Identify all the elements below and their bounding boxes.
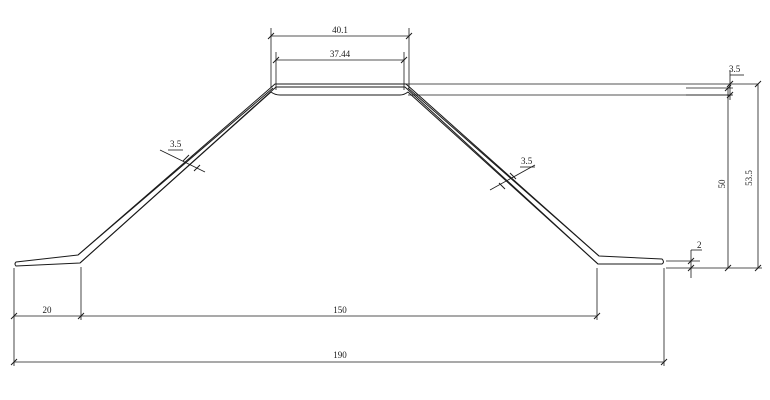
profile-outline bbox=[14, 83, 664, 267]
dim-label-base: 150 bbox=[333, 305, 347, 315]
dim-label-thickness-left-slope: 3.5 bbox=[170, 139, 182, 149]
dimension-overall: 190 bbox=[10, 350, 668, 366]
dim-label-flange-thickness: 2 bbox=[697, 240, 702, 250]
dimension-thickness-right-slope: 3.5 bbox=[489, 156, 536, 191]
dimension-base: 150 bbox=[81, 305, 601, 320]
dim-label-thickness-top-right: 3.5 bbox=[729, 64, 741, 74]
dimension-left-flange: 20 bbox=[10, 305, 85, 320]
dim-label-top-inner: 37.44 bbox=[330, 49, 351, 59]
dim-label-left-flange: 20 bbox=[43, 305, 53, 315]
bottom-extension-lines bbox=[13, 267, 665, 366]
dimension-thickness-left-slope: 3.5 bbox=[159, 139, 206, 173]
profile-inner-edge bbox=[79, 91, 599, 265]
dimension-top-inner: 37.44 bbox=[272, 49, 408, 90]
dimension-height-outer: 53.5 bbox=[744, 80, 762, 272]
dim-label-thickness-right-slope: 3.5 bbox=[521, 156, 533, 166]
dim-label-top-outer: 40.1 bbox=[332, 25, 348, 35]
profile-inner-edge-2 bbox=[77, 87, 600, 257]
top-extension-lines bbox=[406, 83, 758, 96]
dim-label-height-inner: 50 bbox=[717, 179, 727, 189]
dimension-top-outer: 40.1 bbox=[267, 25, 413, 88]
dim-label-overall: 190 bbox=[333, 350, 347, 360]
dimension-thickness-top-right: 3.5 bbox=[726, 64, 744, 100]
dimension-flange-thickness: 2 bbox=[666, 240, 762, 278]
dim-label-height-outer: 53.5 bbox=[744, 170, 754, 186]
profile-outer-edge bbox=[14, 83, 664, 267]
dimension-height-inner: 50 bbox=[717, 84, 732, 272]
